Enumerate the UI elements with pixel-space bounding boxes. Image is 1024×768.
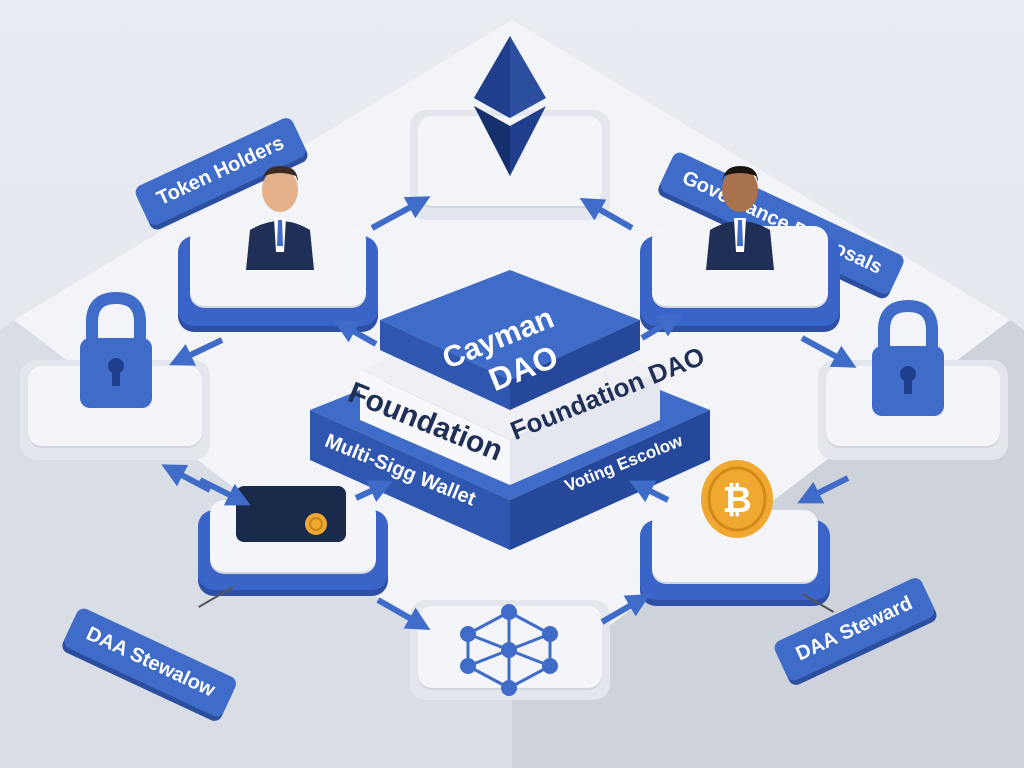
network-icon xyxy=(460,604,558,696)
arrow-icon xyxy=(198,477,251,506)
arrow-icon xyxy=(579,198,634,231)
arrow-icon xyxy=(600,593,651,625)
arrow-icon xyxy=(629,480,670,503)
center-platform xyxy=(310,270,710,550)
arrow-icon xyxy=(169,337,224,366)
arrow-icon xyxy=(370,196,431,231)
ethereum-icon xyxy=(474,36,546,176)
wallet-icon xyxy=(236,486,346,542)
arrow-icon xyxy=(333,320,378,347)
arrow-icon xyxy=(797,475,850,504)
lock-icon xyxy=(80,291,152,408)
arrow-icon xyxy=(376,597,431,630)
person-icon xyxy=(706,166,774,270)
arrow-icon xyxy=(161,464,212,493)
arrow-icon xyxy=(640,313,683,341)
bitcoin-icon: ₿ xyxy=(701,460,773,538)
arrow-icon xyxy=(354,480,393,502)
arrow-icon xyxy=(800,335,857,368)
svg-text:₿: ₿ xyxy=(722,480,751,521)
lock-icon xyxy=(872,299,944,416)
person-icon xyxy=(246,166,314,270)
